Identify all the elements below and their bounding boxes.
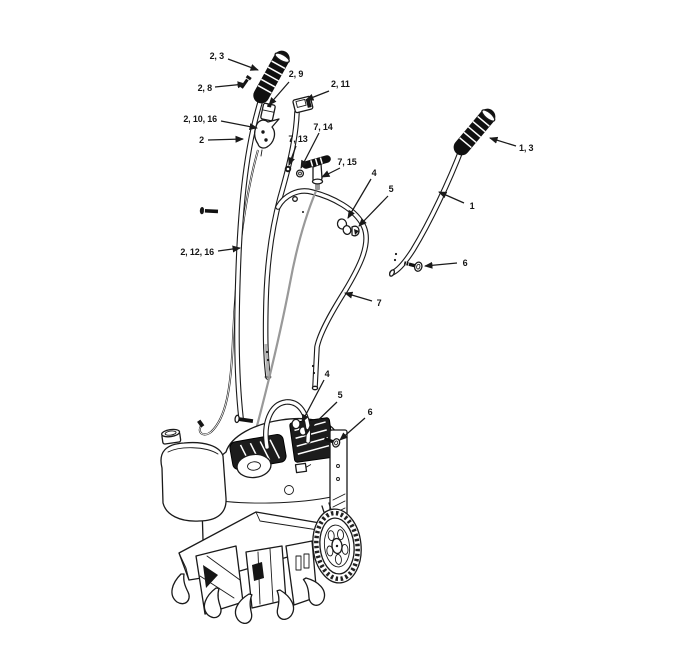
- callout-arrow: [227, 58, 259, 71]
- left-handle-grip: [253, 50, 290, 104]
- callout-label: 1: [470, 201, 475, 211]
- callout-label: 2, 10, 16: [183, 114, 217, 124]
- mount-column: [329, 429, 348, 533]
- callout-arrow: [307, 401, 338, 431]
- callout-arrow: [268, 81, 290, 106]
- callout-arrow: [339, 417, 366, 441]
- callout-label: 2, 12, 16: [180, 247, 214, 257]
- loop-handle: [275, 188, 369, 391]
- fuel-cap: [161, 428, 182, 445]
- wheel: [312, 508, 362, 584]
- callout-label: 2, 8: [198, 83, 213, 93]
- carriage-bolt-6-upper: [403, 261, 423, 272]
- handle-bolt: [234, 414, 254, 424]
- callout-arrow: [347, 178, 372, 219]
- clamp-4-lower: [291, 418, 301, 430]
- callout-label: 7, 14: [313, 122, 332, 132]
- wheel-rim: [323, 524, 351, 568]
- fuel-tank: [160, 441, 227, 522]
- callout-label: 7: [377, 298, 382, 308]
- hardware-upper: [336, 218, 423, 272]
- spark-plug: [294, 462, 312, 474]
- starter-parts: [284, 155, 331, 190]
- callout-arrow: [305, 90, 330, 101]
- callout-arrow: [321, 167, 341, 178]
- cultivator-body: [160, 417, 362, 626]
- callout-label: 4: [325, 369, 330, 379]
- cable-clamp: [260, 102, 276, 122]
- callout-label: 5: [338, 390, 343, 400]
- grip-end-cap: [274, 52, 290, 64]
- callout-label: 4: [372, 168, 377, 178]
- callout-label: 7, 13: [288, 134, 307, 144]
- callout-arrow: [489, 136, 517, 147]
- callout-arrow: [358, 195, 389, 227]
- starter-handle: [302, 155, 331, 190]
- loose-carriage-bolt: [199, 207, 219, 215]
- throttle-cable: [197, 149, 259, 436]
- callout-label: 2, 11: [331, 79, 350, 89]
- callout-arrow: [207, 135, 244, 143]
- callout-labels: 2, 3 2, 8 2, 9 2, 11 2, 10, 16 2 7, 13 7…: [180, 51, 533, 417]
- inner-handle-tube: [262, 109, 300, 380]
- right-handle-grip: [453, 108, 496, 156]
- callout-label: 6: [463, 258, 468, 268]
- callout-arrow: [438, 191, 465, 204]
- callout-label: 6: [368, 407, 373, 417]
- starter-rope: [251, 190, 318, 442]
- callout-label: 2, 9: [289, 69, 304, 79]
- rope-guide: [292, 196, 298, 202]
- callout-arrow: [301, 379, 325, 423]
- right-handle: [388, 108, 496, 277]
- carriage-bolt-6-lower: [323, 437, 341, 448]
- recoil-starter: [236, 453, 272, 479]
- callout-arrow: [424, 261, 458, 269]
- callout-arrow: [300, 132, 320, 169]
- callout-arrow: [220, 120, 258, 131]
- callout-label: 7, 15: [337, 157, 356, 167]
- grip-end-cap: [481, 109, 496, 122]
- callout-arrow: [288, 145, 297, 166]
- tube-end-cap: [311, 385, 319, 391]
- starter-washer: [295, 169, 305, 178]
- callout-label: 5: [389, 184, 394, 194]
- tine-gearbox: [245, 545, 287, 609]
- callout-label: 2, 3: [210, 51, 225, 61]
- callout-arrow: [344, 291, 373, 302]
- callout-arrow: [214, 81, 246, 89]
- callout-label: 1, 3: [519, 143, 534, 153]
- throttle-lever: [254, 118, 280, 157]
- callout-arrow: [217, 245, 241, 253]
- callout-label: 2: [199, 135, 204, 145]
- callout-arrows: [207, 58, 517, 441]
